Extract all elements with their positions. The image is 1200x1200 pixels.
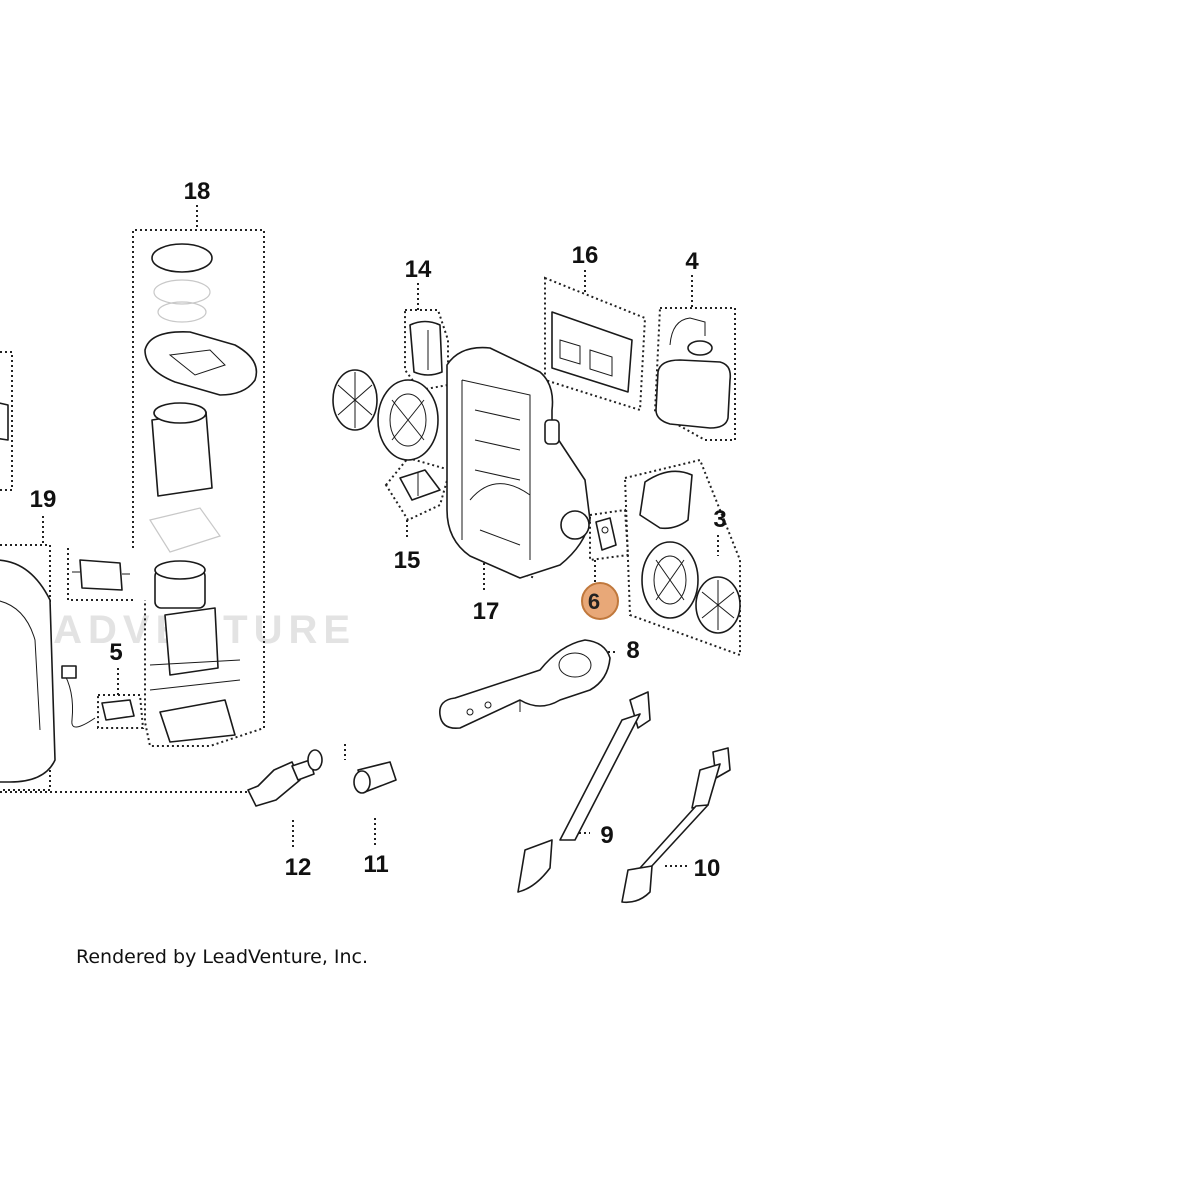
part-pump-assembly	[144, 243, 258, 743]
part-detergent-tank	[655, 317, 732, 429]
callout-15: 15	[394, 547, 421, 574]
group-outline-16	[544, 276, 647, 412]
callout-12: 12	[285, 854, 312, 881]
part-latch	[595, 517, 617, 551]
callout-6-highlight[interactable]: 6	[581, 582, 619, 620]
callout-9: 9	[600, 822, 613, 849]
footer-credit: Rendered by LeadVenture, Inc.	[76, 946, 369, 968]
callout-3: 3	[713, 506, 726, 533]
callout-11: 11	[363, 851, 388, 878]
part-housing-cover	[0, 402, 56, 783]
callout-5: 5	[109, 639, 122, 666]
callout-18: 18	[184, 178, 211, 205]
group-outline-switch	[67, 548, 133, 601]
callout-16: 16	[572, 242, 599, 269]
part-trigger-gun	[438, 639, 611, 730]
part-lance-9	[517, 691, 651, 893]
group-outline-6	[589, 508, 630, 562]
group-outline-4	[653, 307, 736, 441]
group-outline-5	[97, 694, 145, 729]
part-wheel-right	[639, 470, 741, 634]
part-cord-holder	[551, 311, 633, 393]
callout-19: 19	[30, 486, 57, 513]
callout-8: 8	[626, 637, 639, 664]
callout-10: 10	[694, 855, 721, 882]
part-wheel-left	[332, 369, 439, 461]
part-lance-10	[621, 747, 731, 904]
group-outline-15	[384, 456, 452, 522]
part-side-bracket	[409, 320, 443, 376]
highlight-circle	[581, 582, 619, 620]
callout-14: 14	[405, 256, 432, 283]
part-quick-coupling	[353, 761, 397, 794]
part-power-cord	[61, 665, 135, 728]
callout-17: 17	[473, 598, 500, 625]
group-outline-19	[0, 544, 51, 791]
callout-6: 6	[588, 589, 600, 614]
part-main-frame	[446, 346, 591, 579]
part-small-bracket	[399, 469, 441, 501]
part-switch	[72, 559, 130, 591]
part-hose-connector	[247, 749, 323, 807]
group-outline-left	[0, 351, 13, 491]
callout-4: 4	[685, 248, 699, 275]
group-outline-18	[132, 229, 265, 747]
